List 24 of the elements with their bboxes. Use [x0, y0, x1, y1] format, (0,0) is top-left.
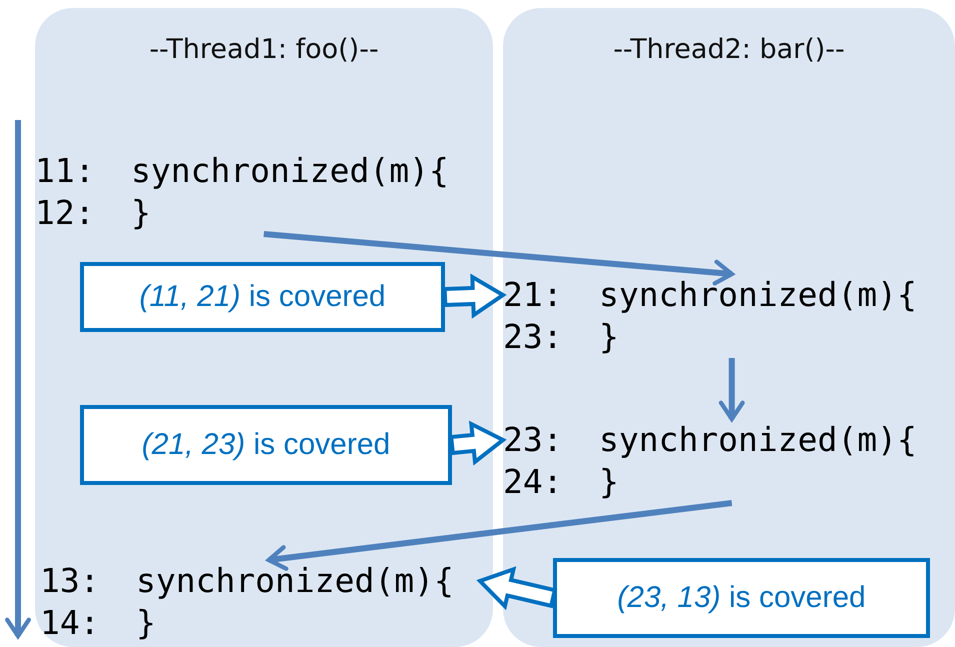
callout-box	[80, 262, 445, 332]
block-arrow	[449, 420, 507, 466]
code-line: 23: synchronized(m){	[503, 419, 917, 461]
code-line: 14: }	[40, 602, 156, 644]
thread-title: --Thread2: bar()--	[612, 34, 846, 65]
block-arrow	[476, 566, 558, 610]
coverage-note: (23, 13) is covered	[617, 581, 866, 615]
code-line: 21: synchronized(m){	[503, 274, 917, 316]
arrow	[264, 231, 734, 286]
thread-panel	[35, 8, 493, 647]
code-line: 23: }	[503, 316, 619, 358]
block-arrow	[442, 273, 507, 319]
code-line: 24: }	[503, 461, 619, 503]
callout-box	[80, 405, 452, 485]
thread-panel	[503, 8, 955, 647]
code-line: 12: }	[35, 192, 151, 234]
arrow	[718, 358, 745, 422]
thread-title: --Thread1: foo()--	[148, 34, 380, 65]
coverage-note: (21, 23) is covered	[142, 428, 390, 462]
callout-box	[553, 558, 930, 638]
arrow	[266, 500, 732, 571]
coverage-note: (11, 21) is covered	[139, 280, 386, 314]
code-line: 11: synchronized(m){	[35, 150, 449, 192]
code-line: 13: synchronized(m){	[40, 560, 454, 602]
